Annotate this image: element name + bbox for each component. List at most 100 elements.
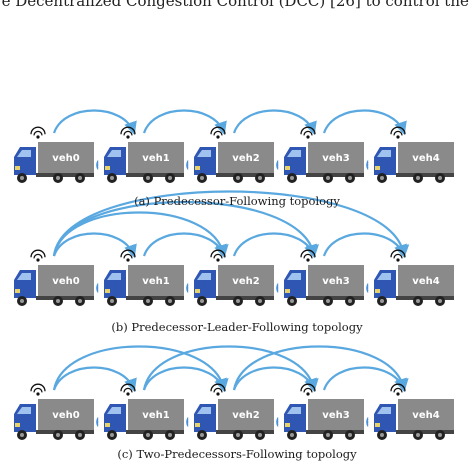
vehicle-label: veh4 — [412, 153, 439, 164]
cargo-box — [38, 142, 94, 173]
wifi-icon — [120, 126, 136, 139]
headlight — [375, 423, 380, 427]
cargo-box — [128, 399, 184, 430]
truck-veh4: veh4 — [366, 249, 454, 306]
link-veh0-to-veh3 — [52, 200, 319, 259]
wifi-icon — [210, 249, 226, 262]
cargo-box — [218, 265, 274, 296]
headlight — [105, 166, 110, 170]
headlight — [375, 289, 380, 293]
wifi-icon — [300, 249, 316, 262]
wheel-hub — [258, 176, 262, 180]
header-text: ge Decentralized Congestion Control (DCC… — [0, 0, 474, 10]
cargo-box — [308, 265, 364, 296]
wifi-icon — [30, 126, 46, 139]
wheel-hub — [146, 433, 150, 437]
cab-window — [197, 150, 211, 157]
signal-icon — [96, 283, 99, 293]
headlight — [195, 166, 200, 170]
cab-window — [197, 407, 211, 414]
wheel-hub — [200, 176, 204, 180]
wheel-hub — [56, 176, 60, 180]
caption-predecessor-following: (a) Predecessor-Following topology — [134, 194, 340, 208]
vehicle-label: veh1 — [142, 153, 169, 164]
truck-veh1: veh1 — [96, 249, 184, 306]
link-veh3-to-veh4 — [322, 109, 407, 136]
chassis — [126, 173, 184, 177]
chassis — [126, 296, 184, 300]
cargo-box — [38, 265, 94, 296]
cab-window — [377, 273, 391, 280]
vehicle-label: veh3 — [322, 153, 349, 164]
wheel-hub — [200, 433, 204, 437]
cargo-box — [128, 265, 184, 296]
chassis — [216, 173, 274, 177]
vehicle-label: veh0 — [52, 410, 79, 421]
wheel-hub — [326, 299, 330, 303]
cab-window — [377, 407, 391, 414]
link-veh2-to-veh3 — [232, 109, 317, 136]
cab-window — [287, 150, 301, 157]
vehicle-label: veh3 — [322, 410, 349, 421]
wheel-hub — [380, 433, 384, 437]
wheel-hub — [326, 433, 330, 437]
signal-icon — [276, 160, 279, 170]
headlight — [285, 166, 290, 170]
chassis — [396, 173, 454, 177]
wheel-hub — [258, 299, 262, 303]
cargo-box — [308, 399, 364, 430]
wifi-icon — [210, 383, 226, 396]
wheel-hub — [348, 176, 352, 180]
caption-predecessor-leader-following: (b) Predecessor-Leader-Following topolog… — [111, 320, 363, 334]
wheel-hub — [258, 433, 262, 437]
headlight — [15, 166, 20, 170]
cargo-box — [398, 142, 454, 173]
vehicle-label: veh0 — [52, 153, 79, 164]
wifi-icon — [120, 383, 136, 396]
cargo-box — [398, 399, 454, 430]
wheel-hub — [146, 176, 150, 180]
vehicle-label: veh4 — [412, 276, 439, 287]
vehicle-label: veh2 — [232, 276, 259, 287]
wifi-icon — [390, 126, 406, 139]
headlight — [195, 423, 200, 427]
headlight — [285, 289, 290, 293]
wifi-icon — [390, 249, 406, 262]
signal-icon — [366, 160, 369, 170]
chassis — [396, 296, 454, 300]
link-veh0-to-veh4 — [52, 190, 410, 259]
cab-window — [17, 273, 31, 280]
wheel-hub — [56, 433, 60, 437]
wheel-hub — [438, 176, 442, 180]
link-veh2-to-veh4 — [232, 345, 409, 393]
cargo-box — [218, 399, 274, 430]
signal-icon — [276, 417, 279, 427]
wifi-icon — [390, 383, 406, 396]
wheel-hub — [348, 299, 352, 303]
wheel-hub — [110, 176, 114, 180]
wheel-hub — [78, 299, 82, 303]
link-veh1-to-veh3 — [142, 345, 319, 393]
wheel-hub — [416, 433, 420, 437]
signal-icon — [366, 283, 369, 293]
truck-veh4: veh4 — [366, 383, 454, 440]
wheel-hub — [380, 299, 384, 303]
wheel-hub — [20, 433, 24, 437]
vehicle-label: veh4 — [412, 410, 439, 421]
wheel-hub — [326, 176, 330, 180]
signal-icon — [186, 283, 189, 293]
truck-veh1: veh1 — [96, 383, 184, 440]
wheel-hub — [236, 299, 240, 303]
headlight — [15, 423, 20, 427]
chassis — [306, 173, 364, 177]
wheel-hub — [290, 176, 294, 180]
signal-icon — [186, 417, 189, 427]
caption-two-predecessors-following: (c) Two-Predecessors-Following topology — [117, 447, 357, 461]
wifi-icon — [300, 383, 316, 396]
wheel-hub — [146, 299, 150, 303]
cargo-box — [398, 265, 454, 296]
